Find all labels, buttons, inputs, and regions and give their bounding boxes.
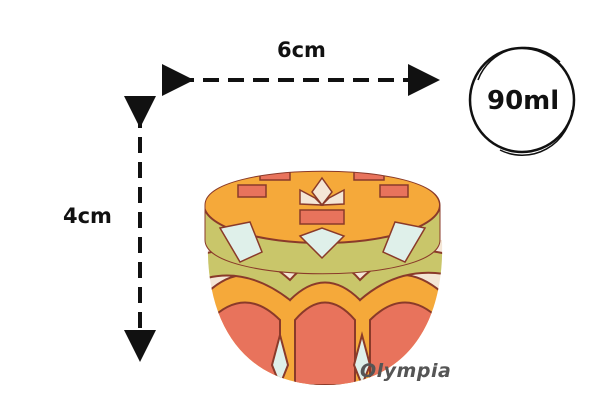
candle-tin xyxy=(204,170,443,385)
volume-circle xyxy=(468,46,576,156)
volume-label: 90ml xyxy=(487,86,560,116)
watermark-logo: Olympia xyxy=(360,360,452,382)
width-label: 6cm xyxy=(277,38,326,62)
height-label: 4cm xyxy=(63,204,112,228)
